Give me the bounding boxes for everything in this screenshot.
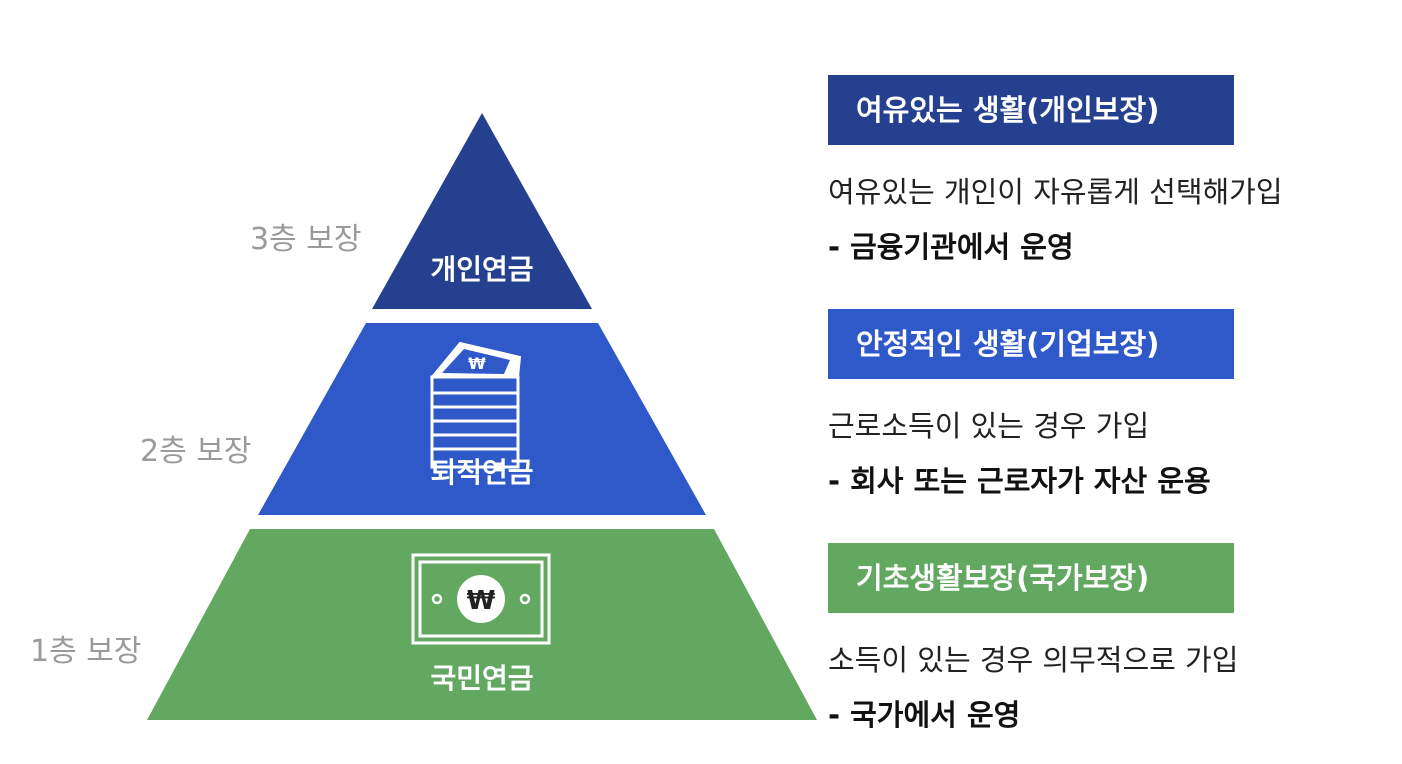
section-desc-national: 소득이 있는 경우 의무적으로 가입	[828, 643, 1239, 677]
section-title-national: 기초생활보장(국가보장)	[828, 543, 1234, 613]
tier-2-name: 퇴직연금	[430, 456, 533, 489]
tier-3-triangle	[372, 113, 592, 309]
section-note-individual: - 금융기관에서 운영	[828, 230, 1074, 264]
section-title-corporate: 안정적인 생활(기업보장)	[828, 309, 1234, 379]
section-national: 기초생활보장(국가보장) 소득이 있는 경우 의무적으로 가입 - 국가에서 운…	[828, 543, 1388, 743]
section-corporate: 안정적인 생활(기업보장) 근로소득이 있는 경우 가입 - 회사 또는 근로자…	[828, 309, 1388, 509]
tier-3-name: 개인연금	[430, 253, 533, 286]
section-desc-corporate: 근로소득이 있는 경우 가입	[828, 409, 1150, 443]
section-title-individual: 여유있는 생활(개인보장)	[828, 75, 1234, 145]
section-note-corporate: - 회사 또는 근로자가 자산 운용	[828, 464, 1211, 498]
section-desc-individual: 여유있는 개인이 자유롭게 선택해가입	[828, 175, 1283, 209]
stack-currency-symbol: ₩	[468, 354, 486, 373]
money-stack-icon: ₩	[429, 341, 522, 469]
tier-2-level-label: 2층 보장	[140, 434, 252, 469]
section-note-national: - 국가에서 운영	[828, 698, 1021, 732]
section-individual: 여유있는 생활(개인보장) 여유있는 개인이 자유롭게 선택해가입 - 금융기관…	[828, 75, 1388, 275]
banknote-icon: ₩	[411, 553, 551, 645]
tier-1-name: 국민연금	[430, 662, 533, 695]
tier-1-level-label: 1층 보장	[30, 634, 142, 669]
banknote-currency-symbol: ₩	[467, 586, 496, 616]
tier-3-level-label: 3층 보장	[250, 222, 362, 257]
